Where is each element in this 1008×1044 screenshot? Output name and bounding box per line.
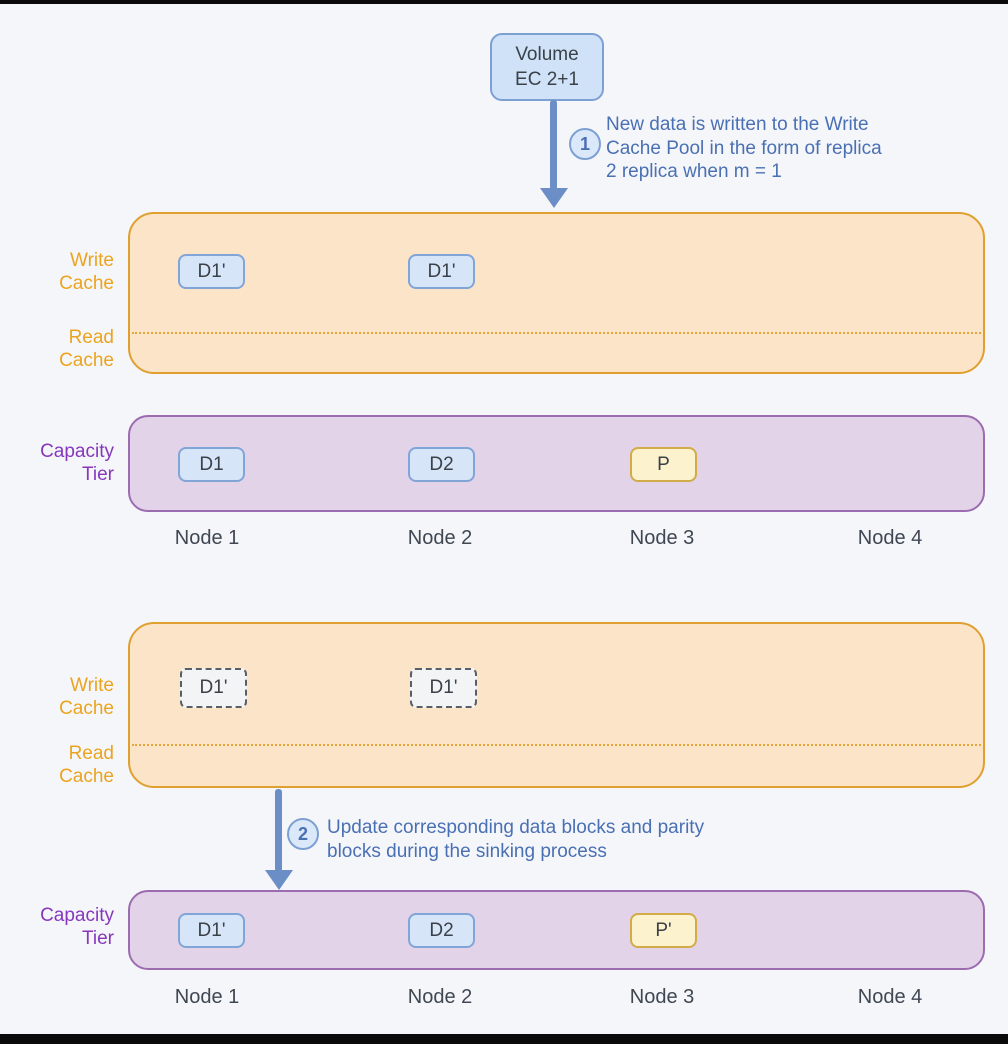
stage2-node1-label: Node 1: [174, 986, 240, 1008]
volume-label-line1: Volume: [515, 44, 579, 65]
stage2-write-cache-pool: [128, 622, 985, 788]
top-frame-bar: [0, 0, 1008, 4]
stage1-cache-divider: [132, 332, 981, 334]
stage2-tier-block-d1p: D1': [178, 913, 245, 948]
stage2-tier-block-pp: P': [630, 913, 697, 948]
stage1-write-cache-pool: [128, 212, 985, 374]
stage2-node4-label: Node 4: [857, 986, 923, 1008]
stage2-writecache-stale-block-d1p-node1: D1': [180, 668, 247, 708]
stage2-node2-label: Node 2: [407, 986, 473, 1008]
write-arrow-head: [540, 188, 568, 208]
stage2-writecache-stale-block-d1p-node2: D1': [410, 668, 477, 708]
stage1-capacity-tier: [128, 415, 985, 512]
step2-number: 2: [297, 823, 308, 844]
step2-number-badge: 2: [287, 818, 319, 850]
stage1-write-cache-label: Write Cache: [59, 250, 114, 294]
stage1-node3-label: Node 3: [629, 527, 695, 549]
stage1-node1-label: Node 1: [174, 527, 240, 549]
stage2-read-cache-label: Read Cache: [59, 743, 114, 787]
stage1-capacity-tier-label: Capacity Tier: [40, 441, 114, 485]
stage1-node4-label: Node 4: [857, 527, 923, 549]
volume-label-line2: EC 2+1: [515, 69, 579, 90]
stage1-writecache-block-d1p-node2: D1': [408, 254, 475, 289]
stage1-tier-block-d1: D1: [178, 447, 245, 482]
volume-box: Volume EC 2+1: [490, 33, 604, 101]
stage2-capacity-tier-label: Capacity Tier: [40, 905, 114, 949]
write-arrow-shaft: [550, 100, 557, 190]
bottom-frame-bar: [0, 1034, 1008, 1044]
stage2-write-cache-label: Write Cache: [59, 675, 114, 719]
step2-annotation: Update corresponding data blocks and par…: [327, 817, 705, 862]
stage2-node3-label: Node 3: [629, 986, 695, 1008]
stage2-tier-block-d2: D2: [408, 913, 475, 948]
stage2-capacity-tier: [128, 890, 985, 970]
stage1-node2-label: Node 2: [407, 527, 473, 549]
stage1-tier-block-d2: D2: [408, 447, 475, 482]
stage1-tier-block-p: P: [630, 447, 697, 482]
step1-number: 1: [579, 133, 590, 154]
stage1-writecache-block-d1p-node1: D1': [178, 254, 245, 289]
stage1-read-cache-label: Read Cache: [59, 327, 114, 371]
step1-number-badge: 1: [569, 128, 601, 160]
sink-arrow-head: [265, 870, 293, 890]
sink-arrow-shaft: [275, 789, 282, 872]
step1-annotation: New data is written to the Write Cache P…: [606, 114, 882, 182]
stage2-cache-divider: [132, 744, 981, 746]
